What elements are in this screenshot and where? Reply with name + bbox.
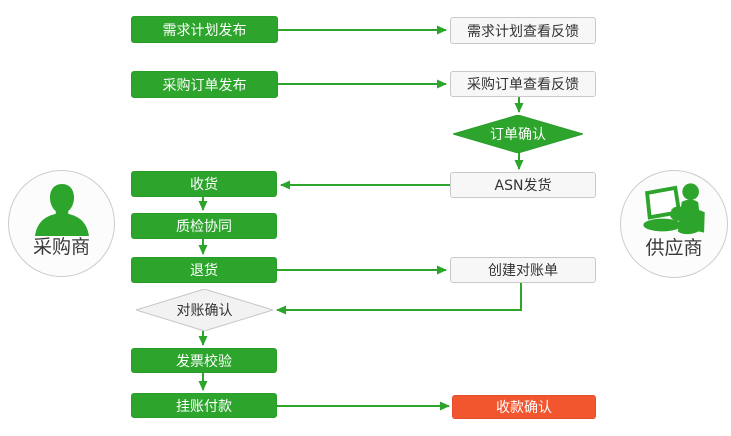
flow-decision-recon-confirm: 对账确认 xyxy=(136,289,273,331)
node-label: ASN发货 xyxy=(494,178,552,194)
flow-node-invoice-verify: 发票校验 xyxy=(131,348,277,373)
node-label: 挂账付款 xyxy=(176,398,232,415)
node-label: 退货 xyxy=(190,263,218,279)
node-label: 需求计划查看反馈 xyxy=(467,23,579,40)
node-label: 对账确认 xyxy=(176,303,233,319)
node-label: 创建对账单 xyxy=(488,263,558,279)
flow-node-create-statement: 创建对账单 xyxy=(450,257,596,283)
person-icon xyxy=(34,184,89,236)
actor-supplier: 供应商 xyxy=(620,170,728,278)
node-label: 采购订单发布 xyxy=(162,77,247,94)
node-label: 采购订单查看反馈 xyxy=(467,77,579,93)
actor-label: 供应商 xyxy=(645,237,703,259)
diamond-shape xyxy=(453,115,583,153)
flow-node-receive: 收货 xyxy=(131,171,277,197)
flow-decision-order-confirm: 订单确认 xyxy=(453,115,583,153)
node-label: 收货 xyxy=(190,177,218,193)
person-laptop-icon xyxy=(643,183,705,235)
flow-node-receipt-confirm: 收款确认 xyxy=(452,395,596,419)
node-label: 发票校验 xyxy=(176,353,232,370)
flow-node-quality-check: 质检协同 xyxy=(131,213,277,239)
actor-label: 采购商 xyxy=(32,236,90,258)
flow-node-po-feedback: 采购订单查看反馈 xyxy=(450,71,596,97)
node-label: 质检协同 xyxy=(176,219,232,235)
flow-node-demand-publish: 需求计划发布 xyxy=(131,16,278,43)
flow-node-asn-ship: ASN发货 xyxy=(450,172,596,198)
actor-buyer: 采购商 xyxy=(8,170,115,277)
diamond-shape xyxy=(136,289,273,331)
flow-node-po-publish: 采购订单发布 xyxy=(131,71,278,98)
node-label: 需求计划发布 xyxy=(162,22,247,39)
node-label: 收款确认 xyxy=(496,400,552,416)
node-label: 订单确认 xyxy=(490,127,546,143)
flow-node-demand-feedback: 需求计划查看反馈 xyxy=(450,17,596,44)
flow-node-return-goods: 退货 xyxy=(131,257,277,283)
connector-statement-to-reconfirm xyxy=(276,283,522,315)
flow-node-book-payment: 挂账付款 xyxy=(131,393,277,418)
